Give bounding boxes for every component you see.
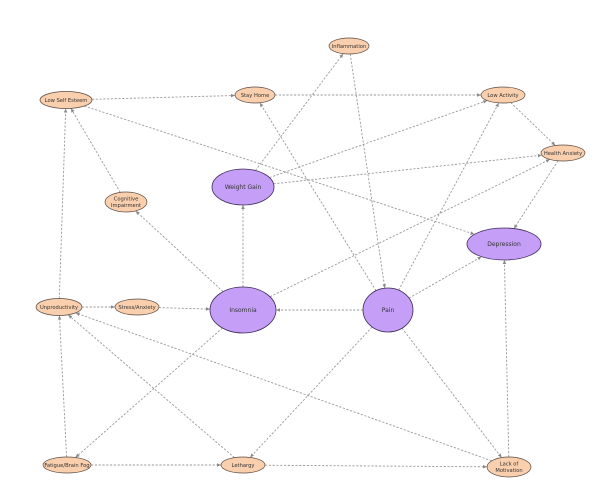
node-health-anxiety-shape (540, 144, 586, 162)
edge-health-anxiety-to-depression (513, 160, 559, 229)
node-stay-home-shape (234, 86, 276, 104)
node-inflammation: Inflammation (328, 37, 370, 55)
node-lack-of-motivation-shape (486, 456, 532, 478)
node-depression-shape (466, 227, 542, 261)
node-depression-label: Depression (487, 241, 521, 248)
node-fatigue-brain-fog: Fatigue/Brain Fog (42, 456, 92, 474)
edge-low-self-esteem-to-stay-home (91, 93, 236, 100)
edge-pain-to-lethargy (249, 326, 373, 458)
node-insomnia: Insomnia (209, 286, 277, 334)
node-low-self-esteem-label: Low Self Esteem (45, 98, 88, 104)
edges-layer (57, 53, 559, 469)
edge-low-self-esteem-to-depression (84, 105, 475, 235)
node-inflammation-shape (328, 37, 370, 55)
edge-pain-to-lack-of-motivation (401, 327, 503, 458)
node-stay-home-label: Stay Home (241, 93, 270, 99)
node-stress-anxiety-shape (114, 298, 160, 316)
node-stress-anxiety: Stress/Anxiety (114, 298, 160, 316)
node-lethargy: Lethargy (220, 456, 266, 474)
edge-fatigue-brain-fog-to-unproductivity (57, 315, 68, 458)
edge-lack-of-motivation-to-depression (502, 259, 510, 458)
node-unproductivity: Unproductivity (35, 298, 83, 316)
node-health-anxiety-label: Health Anxiety (544, 151, 582, 157)
node-stay-home: Stay Home (234, 86, 276, 104)
edge-insomnia-to-cognitive-impairment (135, 210, 224, 292)
edge-weight-gain-to-health-anxiety (273, 153, 542, 185)
node-insomnia-label: Insomnia (229, 307, 257, 314)
edge-weight-gain-to-inflammation (255, 53, 344, 171)
edge-weight-gain-to-low-activity (269, 100, 488, 179)
edge-insomnia-to-fatigue-brain-fog (75, 327, 223, 458)
edge-insomnia-to-health-anxiety (269, 158, 551, 298)
edge-lethargy-to-lack-of-motivation (264, 464, 488, 469)
node-lethargy-label: Lethargy (232, 463, 255, 469)
node-inflammation-label: Inflammation (332, 44, 367, 50)
node-fatigue-brain-fog-label: Fatigue/Brain Fog (44, 463, 89, 469)
edge-inflammation-to-pain (349, 53, 386, 289)
edge-pain-to-depression (408, 256, 482, 299)
node-pain-label: Pain (382, 307, 395, 314)
node-low-self-esteem-shape (39, 91, 93, 109)
node-unproductivity-shape (35, 298, 83, 316)
node-pain: Pain (362, 287, 414, 333)
node-cognitive-impairment-shape (104, 191, 148, 213)
node-fatigue-brain-fog-shape (42, 456, 92, 474)
node-weight-gain-shape (211, 168, 275, 206)
edge-low-activity-to-health-anxiety (510, 102, 556, 146)
edge-pain-to-low-activity (398, 102, 500, 291)
node-insomnia-shape (209, 286, 277, 334)
node-cognitive-impairment-label-line-1: Cognitive (114, 197, 139, 203)
node-lethargy-shape (220, 456, 266, 474)
node-depression: Depression (466, 227, 542, 261)
node-low-self-esteem: Low Self Esteem (39, 91, 93, 109)
node-lack-of-motivation-label-line-1: Lack of (500, 462, 519, 468)
node-stress-anxiety-label: Stress/Anxiety (118, 305, 155, 311)
node-lack-of-motivation-label-line-2: Motivation (495, 468, 522, 474)
edge-lethargy-to-unproductivity (67, 314, 235, 458)
edge-unproductivity-to-low-self-esteem (58, 108, 68, 299)
node-health-anxiety: Health Anxiety (540, 144, 586, 162)
node-low-activity: Low Activity (480, 86, 526, 104)
edge-cognitive-impairment-to-low-self-esteem (70, 108, 121, 193)
node-cognitive-impairment-label-line-2: Impairment (111, 203, 141, 209)
node-unproductivity-label: Unproductivity (40, 305, 78, 311)
edge-lack-of-motivation-to-unproductivity (75, 312, 492, 462)
node-weight-gain-label: Weight Gain (225, 184, 262, 191)
node-low-activity-label: Low Activity (487, 93, 518, 99)
node-pain-shape (362, 287, 414, 333)
node-weight-gain: Weight Gain (211, 168, 275, 206)
node-low-activity-shape (480, 86, 526, 104)
edge-stress-anxiety-to-insomnia (158, 307, 211, 311)
edge-pain-to-stay-home (259, 102, 377, 291)
